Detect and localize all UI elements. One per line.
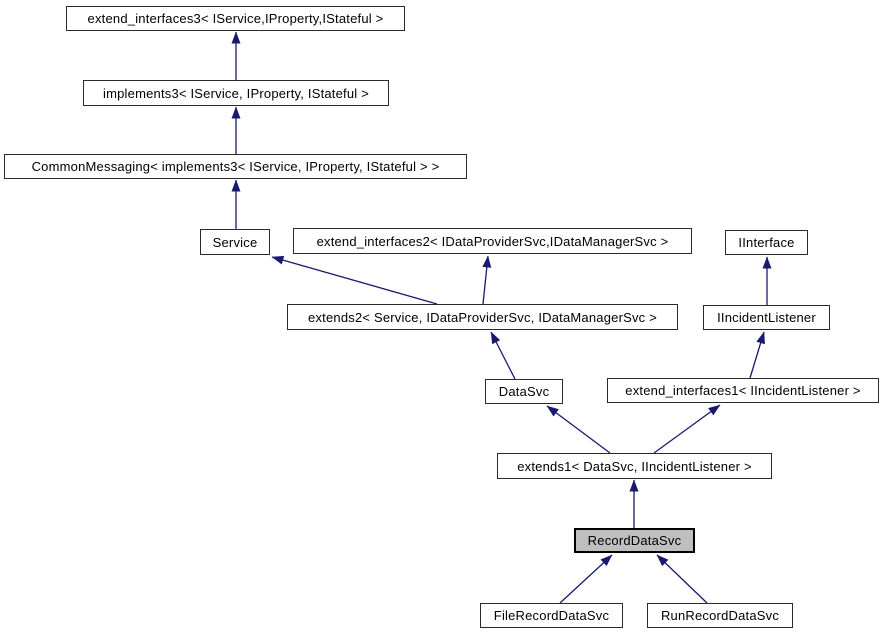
node-extends2[interactable]: extends2< Service, IDataProviderSvc, IDa…: [287, 304, 678, 330]
node-extends1[interactable]: extends1< DataSvc, IIncidentListener >: [497, 453, 772, 479]
edge-extends2-to-extend_interfaces2: [482, 255, 492, 305]
node-run-record-datasvc[interactable]: RunRecordDataSvc: [647, 603, 793, 628]
node-iinterface[interactable]: IInterface: [725, 230, 808, 255]
node-extend-interfaces1[interactable]: extend_interfaces1< IIncidentListener >: [607, 378, 879, 403]
edge-FileRecordDataSvc-to-RecordDataSvc: [559, 554, 613, 604]
node-implements3[interactable]: implements3< IService, IProperty, IState…: [83, 80, 389, 106]
edge-extends1-to-extend_interfaces1: [653, 404, 721, 454]
node-extend-interfaces2[interactable]: extend_interfaces2< IDataProviderSvc,IDa…: [293, 228, 692, 254]
node-iincident-listener[interactable]: IIncidentListener: [703, 305, 830, 330]
node-datasvc[interactable]: DataSvc: [485, 379, 563, 404]
edge-DataSvc-to-extends2: [490, 331, 516, 380]
node-extend-interfaces3[interactable]: extend_interfaces3< IService,IProperty,I…: [66, 6, 405, 31]
edge-extend_interfaces1-to-IIncidentListener: [749, 331, 765, 379]
edge-extends1-to-DataSvc: [546, 405, 611, 454]
node-common-messaging[interactable]: CommonMessaging< implements3< IService, …: [4, 154, 467, 179]
edge-RunRecordDataSvc-to-RecordDataSvc: [656, 554, 708, 604]
node-record-datasvc: RecordDataSvc: [574, 528, 695, 553]
node-file-record-datasvc[interactable]: FileRecordDataSvc: [480, 603, 623, 628]
node-service[interactable]: Service: [200, 229, 270, 255]
edge-extends2-to-Service: [271, 255, 438, 305]
